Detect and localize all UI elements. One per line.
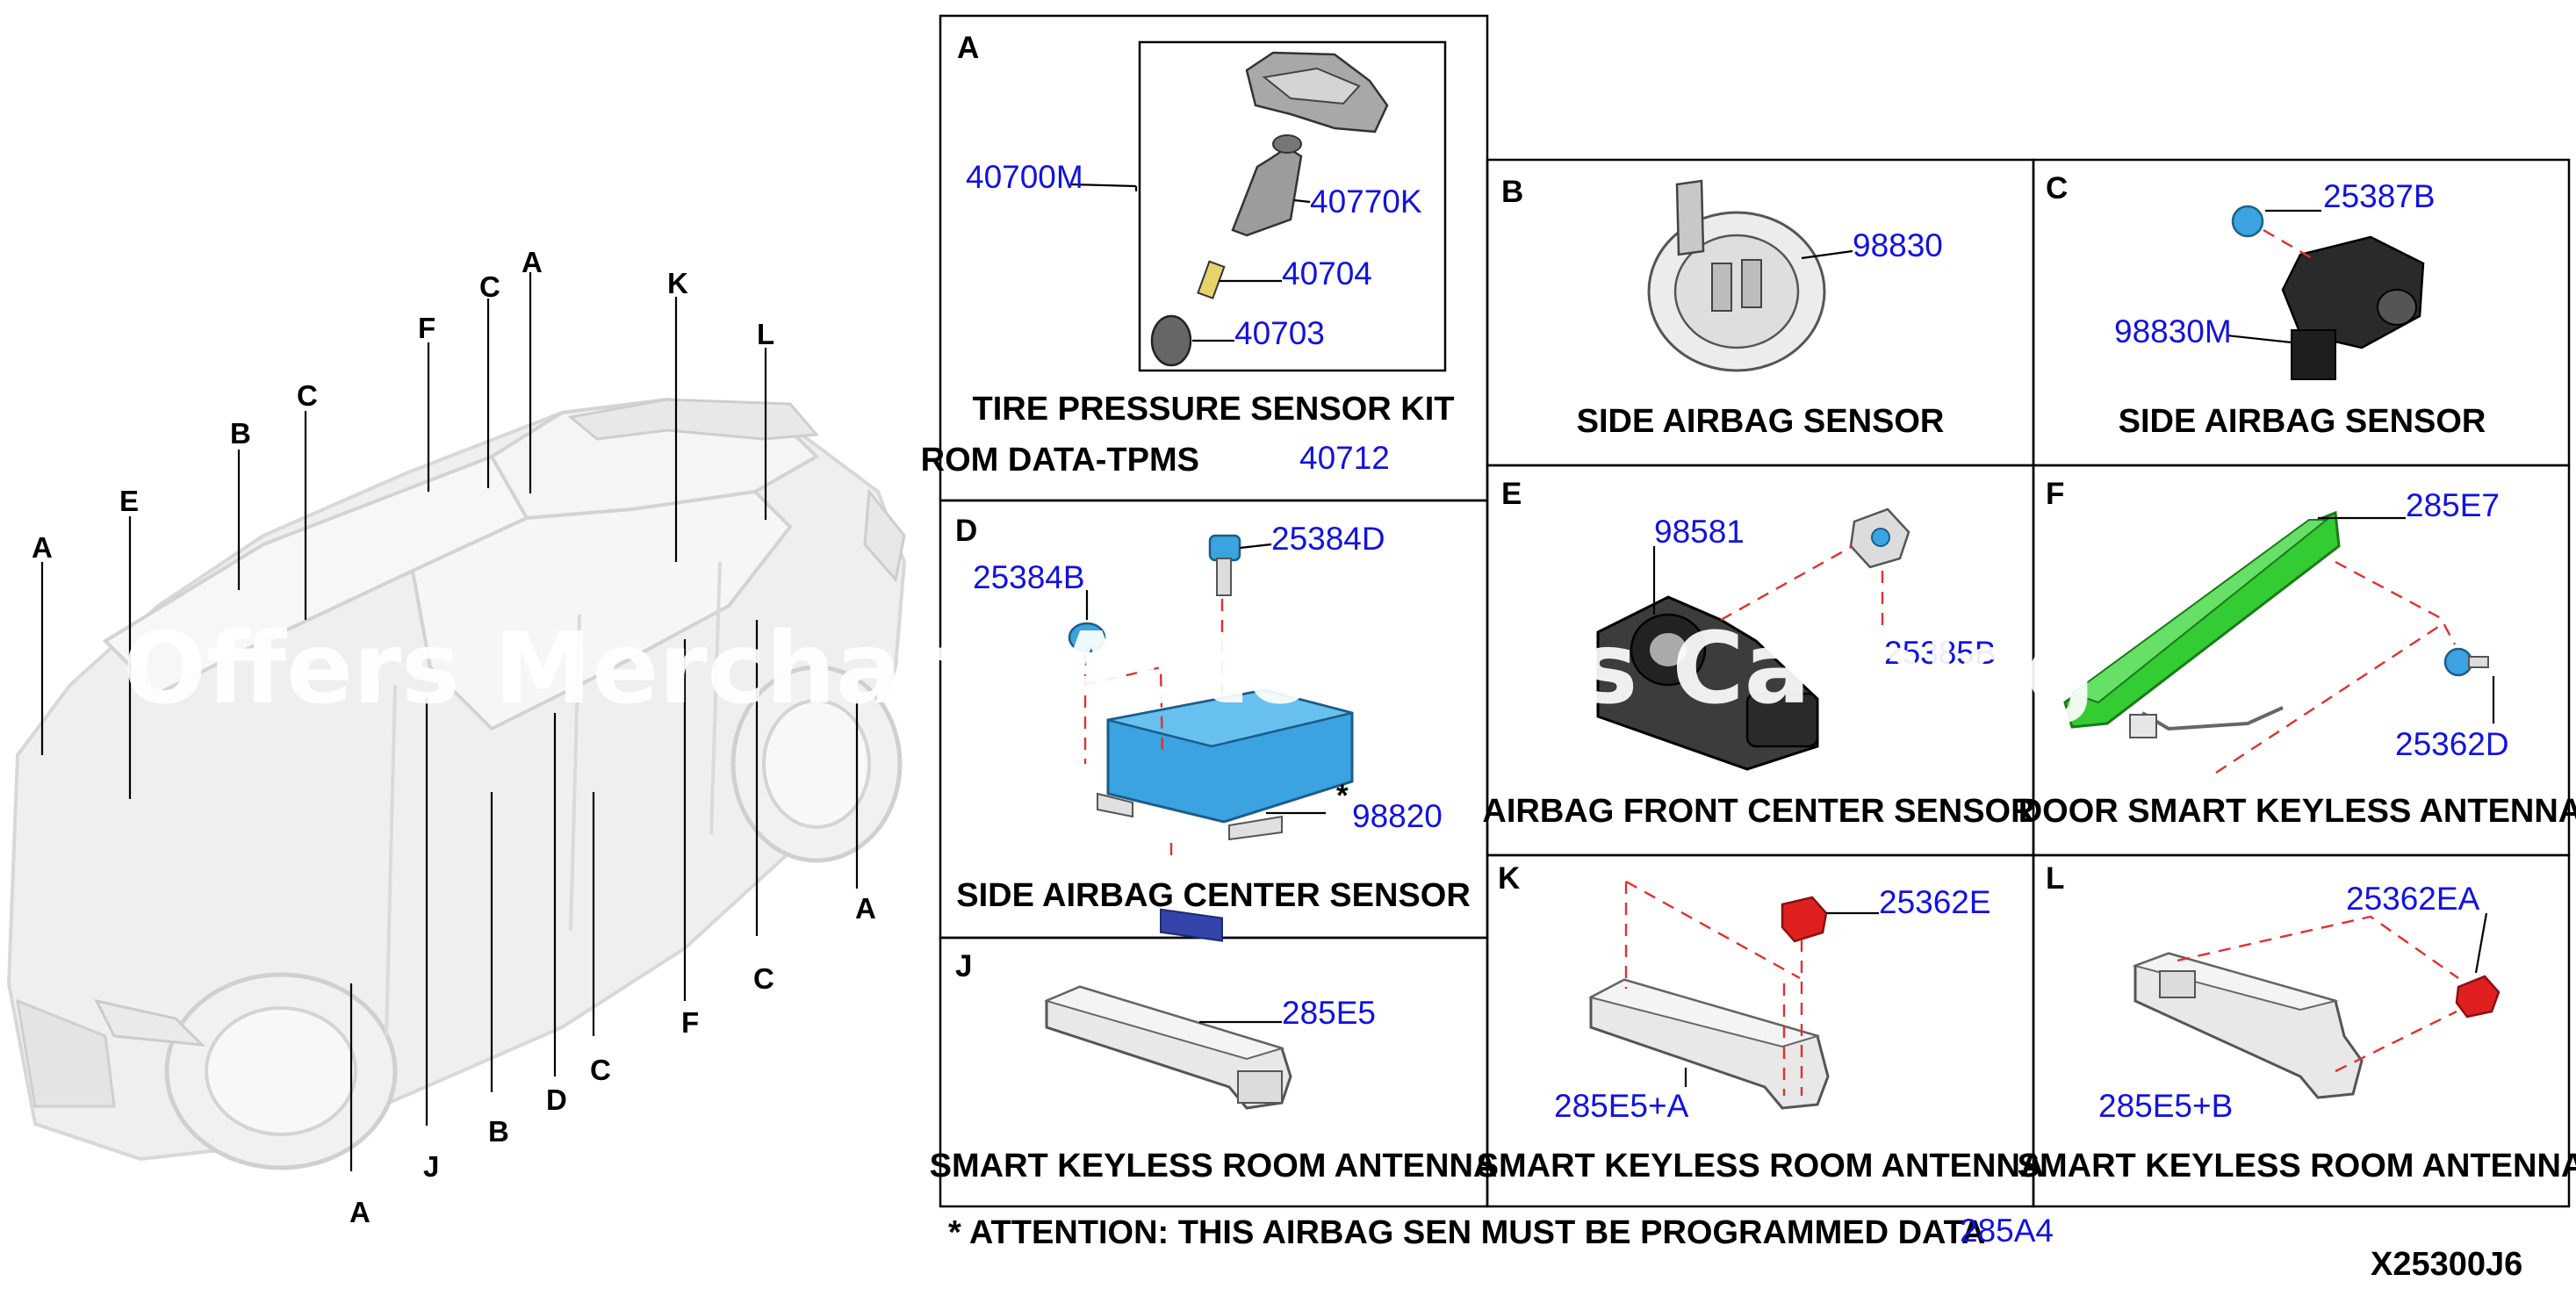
part-number: 25387B — [2323, 178, 2436, 214]
car-label: A — [32, 531, 53, 564]
part-number: 285E5+A — [1554, 1088, 1689, 1124]
part-number: 25385B — [1884, 635, 1997, 671]
panel-title: TIRE PRESSURE SENSOR KIT — [973, 391, 1455, 428]
part-number: 98830M — [2114, 313, 2232, 349]
watermark-text: Offers Merchant Auto Parts Catalog — [123, 612, 2096, 726]
panel-letter: A — [957, 31, 979, 65]
clip-icon — [2455, 975, 2500, 1019]
car-label: D — [546, 1083, 567, 1116]
car-label: A — [855, 892, 876, 925]
bolt-icon — [1208, 534, 1241, 596]
keyless-antenna-icon — [1044, 985, 1292, 1110]
panel-letter: C — [2046, 171, 2068, 205]
clip-icon — [2443, 647, 2489, 677]
panel-title: SMART KEYLESS ROOM ANTENNA — [2018, 1148, 2576, 1184]
part-number: 25384B — [973, 559, 1085, 595]
part-number: 40704 — [1282, 256, 1372, 292]
vehicle-illustration — [6, 397, 907, 1170]
keyless-antenna-icon — [2132, 952, 2364, 1099]
tpms-sensor-icon — [1150, 51, 1389, 367]
car-label: L — [757, 318, 774, 350]
car-label: A — [522, 246, 543, 278]
attention-note: * ATTENTION: THIS AIRBAG SEN MUST BE PRO… — [948, 1214, 1986, 1251]
keyless-antenna-icon — [1588, 978, 1830, 1110]
panel-b: B 98830 SIDE AIRBAG SENSOR — [1501, 175, 1944, 440]
part-number: 285E5+B — [2098, 1088, 2233, 1124]
car-label: E — [119, 485, 139, 517]
part-number: 98820 — [1352, 798, 1443, 834]
panel-letter: L — [2046, 861, 2064, 896]
car-label: B — [488, 1115, 509, 1148]
clip-icon — [1781, 896, 1828, 943]
car-label: F — [418, 312, 435, 344]
panel-letter: E — [1501, 477, 1522, 511]
panel-letter: D — [955, 514, 977, 548]
car-label: C — [479, 270, 500, 303]
panel-l: L 25362EA 285E5+B SMART KEYLESS ROOM ANT… — [2018, 861, 2576, 1184]
car-label: K — [667, 267, 688, 299]
panel-letter: F — [2046, 477, 2064, 511]
panel-letter: J — [955, 949, 972, 983]
panel-title: SMART KEYLESS ROOM ANTENNA — [1477, 1148, 2045, 1184]
clip-icon — [1849, 508, 1910, 569]
clip-icon — [2231, 205, 2264, 238]
part-number: 285A4 — [1960, 1213, 2054, 1249]
part-number: 285E7 — [2406, 487, 2500, 523]
airbag-sensor-icon — [2281, 235, 2425, 380]
car-label: A — [349, 1196, 371, 1228]
part-number: 285E5 — [1282, 995, 1376, 1031]
part-number: 25362D — [2395, 726, 2509, 762]
panel-letter: B — [1501, 175, 1523, 209]
panel-k: K 25362E 285E5+A SMART KEYLESS ROOM ANTE… — [1477, 861, 2045, 1184]
diagram-id: X25300J6 — [2371, 1246, 2522, 1283]
attention-marker: * — [1336, 779, 1349, 813]
panel-f: F 285E7 25362D DOOR SMART KEYLESS ANTENN… — [2018, 477, 2576, 830]
airbag-sensor-icon — [1647, 179, 1826, 372]
car-label: C — [297, 379, 318, 412]
part-number: 40700M — [966, 159, 1083, 195]
panel-title: ROM DATA-TPMS — [921, 442, 1199, 479]
part-number: 98830 — [1853, 227, 1943, 263]
part-number: 40703 — [1234, 315, 1325, 351]
clip-icon — [1068, 622, 1106, 653]
panel-title: SIDE AIRBAG SENSOR — [1577, 403, 1945, 440]
panel-a: A 40700M 40770K 40704 40703 TIRE PRESSUR… — [921, 31, 1455, 479]
part-number: 25384D — [1271, 521, 1385, 557]
part-number: 25362EA — [2346, 881, 2480, 917]
panel-c: C 25387B 98830M SIDE AIRBAG SENSOR — [2046, 171, 2486, 440]
panel-title: AIRBAG FRONT CENTER SENSOR — [1482, 793, 2034, 830]
panel-j: J 285E5 SMART KEYLESS ROOM ANTENNA — [930, 949, 1498, 1184]
part-number: 98581 — [1654, 514, 1745, 550]
panel-title: SIDE AIRBAG CENTER SENSOR — [956, 877, 1471, 914]
vehicle-location-labels: A E B C F C A K L A D C F C B J A — [32, 246, 876, 1228]
keyless-antenna-icon — [2063, 510, 2341, 738]
airbag-control-unit-icon — [1097, 688, 1354, 942]
panel-grid — [939, 14, 2571, 1208]
panel-title: SIDE AIRBAG SENSOR — [2119, 403, 2486, 440]
panel-d: D 25384D 25384B * 98820 SIDE AIRBAG CENT… — [955, 514, 1471, 942]
car-label: B — [230, 417, 251, 450]
car-label: F — [681, 1006, 699, 1039]
part-number: 40770K — [1310, 184, 1422, 220]
panel-title: DOOR SMART KEYLESS ANTENNA — [2018, 793, 2576, 830]
airbag-sensor-icon — [1596, 595, 1819, 771]
part-number: 25362E — [1879, 884, 1991, 920]
car-label: C — [753, 962, 774, 995]
car-label: C — [590, 1054, 611, 1086]
car-label: J — [423, 1150, 439, 1183]
panel-e: E 98581 25385B AIRBAG FRONT CENTER SENSO… — [1482, 477, 2034, 830]
panel-letter: K — [1498, 861, 1520, 896]
panel-title: SMART KEYLESS ROOM ANTENNA — [930, 1148, 1498, 1184]
part-number: 40712 — [1299, 440, 1390, 476]
